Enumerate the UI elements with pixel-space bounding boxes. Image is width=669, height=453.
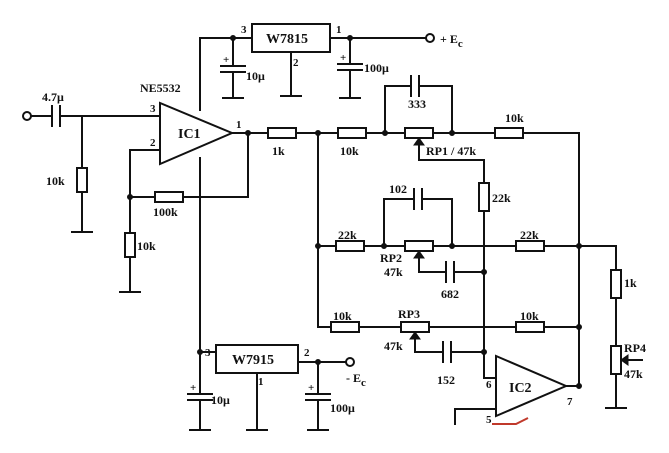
w7915-pin-in: 3: [205, 347, 211, 359]
w7915-pin-out: 2: [304, 347, 310, 359]
ic1-label: IC1: [178, 127, 201, 142]
input-ground-resistor: 10k: [46, 115, 161, 233]
ic2-pin-in: 6: [486, 379, 492, 391]
input-ground-resistor-label: 10k: [46, 174, 65, 188]
rp4-label: RP4: [624, 341, 646, 355]
ic2-label: IC2: [509, 381, 532, 396]
ec-pos-label: + Ec: [440, 32, 463, 50]
rp2-value: 47k: [384, 265, 403, 279]
output-resistor-label: 1k: [272, 144, 285, 158]
ic2-opamp: IC2 6 5 7: [454, 354, 582, 426]
tone-bus-left: [315, 132, 321, 328]
ground-resistor-label: 10k: [137, 239, 156, 253]
input-capacitor: 4.7μ: [30, 90, 83, 127]
top-resistor-label: 10k: [340, 144, 359, 158]
w7815-pin-out: 1: [336, 24, 342, 36]
ic1-pin-minus: 2: [150, 137, 156, 149]
c-100u-pos-polarity: +: [340, 52, 346, 64]
c-10u-negative: + 10μ: [187, 351, 230, 431]
c-10u-pos-label: 10μ: [246, 69, 265, 83]
rp1-bass-pot: 333 RP1 / 47k 10k: [382, 75, 580, 387]
w7915-label: W7915: [232, 353, 274, 368]
ic1-feedback-network: 100k 10k: [119, 130, 251, 293]
c-10u-neg-polarity: +: [190, 382, 196, 394]
ic1-pin-plus: 3: [150, 103, 156, 115]
ec-neg-label: - Ec: [346, 371, 366, 389]
rp3-value: 47k: [384, 339, 403, 353]
r-10k-low-right-label: 10k: [520, 309, 539, 323]
rp4-value: 47k: [624, 367, 643, 381]
input-terminal: [22, 111, 32, 121]
c-682-label: 682: [441, 287, 459, 301]
ic1-opamp: IC1 NE5532 3 2 1: [140, 81, 242, 166]
r-22k-mid-right-label: 22k: [520, 228, 539, 242]
rp4-output-pot: 1k RP4 47k: [605, 269, 646, 409]
chip-label: NE5532: [140, 81, 181, 95]
c-100u-neg-label: 100μ: [330, 401, 355, 415]
feedback-resistor-label: 100k: [153, 205, 178, 219]
rp2-label: RP2: [380, 251, 402, 265]
rp1-label: RP1 / 47k: [426, 144, 476, 158]
ic2-pin-plus: 5: [486, 414, 492, 426]
c-333-label: 333: [408, 97, 426, 111]
c-100u-pos-label: 100μ: [364, 61, 389, 75]
w7815-label: W7815: [266, 32, 308, 47]
c-10u-pos-polarity: +: [223, 54, 229, 66]
w7915-regulator: W7915 3 2 1 - Ec: [205, 344, 366, 431]
c-10u-positive: + 10μ: [220, 35, 265, 99]
c-100u-neg-polarity: +: [308, 382, 314, 394]
r-22k-vertical-label: 22k: [492, 191, 511, 205]
w7815-pin-in: 3: [241, 24, 247, 36]
c-100u-positive: + 100μ: [337, 35, 389, 99]
rp3-treble-pot: 10k RP3 47k 152 10k: [317, 307, 582, 387]
r-10k-top-right-label: 10k: [505, 111, 524, 125]
ic2-pin-out: 7: [567, 396, 573, 408]
c-10u-neg-label: 10μ: [211, 393, 230, 407]
c-152-label: 152: [437, 373, 455, 387]
rp2-mid-pot: 22k 102 682 RP2 47k 22k: [317, 182, 617, 301]
ic1-output-line: 1k 10k: [231, 127, 386, 158]
r-22k-vertical: 22k: [478, 182, 511, 379]
r-10k-low-left-label: 10k: [333, 309, 352, 323]
r-1k-right-label: 1k: [624, 276, 637, 290]
rp3-label: RP3: [398, 307, 420, 321]
w7815-pin-gnd: 2: [293, 57, 299, 69]
c-100u-negative: + 100μ: [305, 359, 355, 431]
ic1-pin-out: 1: [236, 119, 242, 131]
input-capacitor-label: 4.7μ: [42, 90, 64, 104]
w7915-pin-gnd: 1: [258, 376, 264, 388]
r-22k-mid-left-label: 22k: [338, 228, 357, 242]
w7815-regulator: W7815 3 1 2 + Ec: [241, 23, 463, 97]
c-102-label: 102: [389, 182, 407, 196]
